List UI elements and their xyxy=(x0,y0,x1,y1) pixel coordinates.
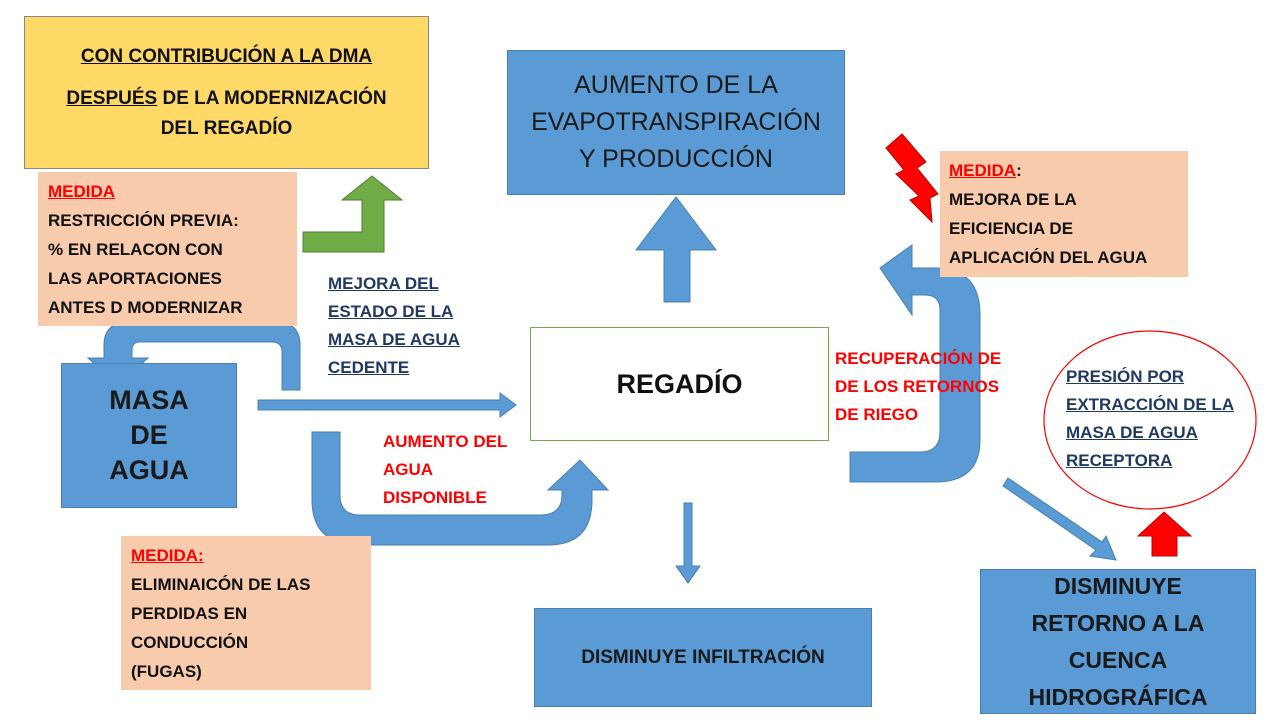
presion-line: PRESIÓN POR xyxy=(1066,367,1185,386)
mejora-estado-line: ESTADO DE LA xyxy=(328,302,454,321)
medida-restriccion-line: ANTES D MODERNIZAR xyxy=(48,298,243,317)
lightning-bolt-icon xyxy=(885,133,939,224)
retorno-line: HIDROGRÁFICA xyxy=(1028,683,1208,710)
red-up-arrow-icon xyxy=(1136,511,1193,557)
masa-agua-line: AGUA xyxy=(109,455,189,485)
medida-restriccion-line: RESTRICCIÓN PREVIA: xyxy=(48,211,239,230)
curved-arrow-recuperacion xyxy=(849,244,981,483)
masa-agua-line: DE xyxy=(130,420,168,450)
medida-eficiencia-title: MEDIDA xyxy=(949,161,1017,180)
medida-restriccion-title: MEDIDA xyxy=(48,182,116,201)
medida-eficiencia-box: MEDIDA: MEJORA DE LA EFICIENCIA DE APLIC… xyxy=(940,151,1188,277)
mejora-estado-line: MASA DE AGUA xyxy=(328,330,460,349)
presion-line: RECEPTORA xyxy=(1066,451,1173,470)
masa-agua-line: MASA xyxy=(109,385,189,415)
evapotranspiracion-box: AUMENTO DE LA EVAPOTRANSPIRACIÓN Y PRODU… xyxy=(507,50,845,195)
infiltracion-box: DISMINUYE INFILTRACIÓN xyxy=(534,608,872,707)
dma-line-2: DESPUÉS DE LA MODERNIZACIÓN xyxy=(66,84,386,114)
dma-line-2-rest: DE LA MODERNIZACIÓN xyxy=(157,87,387,109)
mejora-estado-line: MEJORA DEL xyxy=(328,274,439,293)
medida-fugas-box: MEDIDA: ELIMINAICÓN DE LAS PERDIDAS EN C… xyxy=(121,536,371,690)
arrow-down-infiltracion xyxy=(675,502,701,584)
aumento-agua-line: AGUA xyxy=(383,460,434,479)
mejora-estado-label: MEJORA DEL ESTADO DE LA MASA DE AGUA CED… xyxy=(328,270,460,382)
medida-restriccion-line: LAS APORTACIONES xyxy=(48,269,222,288)
retorno-line: RETORNO A LA xyxy=(1031,609,1205,636)
medida-fugas-title: MEDIDA: xyxy=(131,546,204,565)
medida-restriccion-line: % EN RELACON CON xyxy=(48,240,223,259)
regadio-box: REGADÍO xyxy=(530,327,829,441)
presion-line: MASA DE AGUA xyxy=(1066,423,1198,442)
recuperacion-line: DE LOS RETORNOS xyxy=(835,377,1000,396)
regadio-label: REGADÍO xyxy=(616,368,743,399)
medida-eficiencia-title-row: MEDIDA: xyxy=(949,156,1179,185)
aumento-agua-line: AUMENTO DEL xyxy=(383,432,508,451)
dma-contribution-box: CON CONTRIBUCIÓN A LA DMA DESPUÉS DE LA … xyxy=(24,16,429,169)
recuperacion-label: RECUPERACIÓN DE DE LOS RETORNOS DE RIEGO xyxy=(835,345,1001,429)
medida-fugas-line: PERDIDAS EN xyxy=(131,604,248,623)
arrow-up-evapotranspiracion xyxy=(634,196,718,303)
medida-eficiencia-line: APLICACIÓN DEL AGUA xyxy=(949,248,1148,267)
dma-line-3: DEL REGADÍO xyxy=(160,117,293,139)
medida-eficiencia-line: EFICIENCIA DE xyxy=(949,219,1074,238)
evapotranspiracion-line: EVAPOTRANSPIRACIÓN xyxy=(531,108,821,136)
medida-fugas-line: ELIMINAICÓN DE LAS xyxy=(131,575,311,594)
aumento-agua-label: AUMENTO DEL AGUA DISPONIBLE xyxy=(383,428,507,512)
medida-fugas-line: CONDUCCIÓN xyxy=(131,633,249,652)
despues-word: DESPUÉS xyxy=(66,87,158,109)
mejora-estado-line: CEDENTE xyxy=(328,358,410,377)
infiltracion-label: DISMINUYE INFILTRACIÓN xyxy=(581,646,825,668)
medida-eficiencia-line: MEJORA DE LA xyxy=(949,190,1077,209)
retorno-line: DISMINUYE xyxy=(1054,572,1182,599)
presion-line: EXTRACCIÓN DE LA xyxy=(1066,395,1235,414)
medida-restriccion-box: MEDIDA RESTRICCIÓN PREVIA: % EN RELACON … xyxy=(38,172,297,326)
dma-line-1: CON CONTRIBUCIÓN A LA DMA xyxy=(80,45,373,67)
medida-eficiencia-colon: : xyxy=(1016,161,1022,180)
aumento-agua-line: DISPONIBLE xyxy=(383,488,487,507)
masa-agua-box: MASA DE AGUA xyxy=(61,363,237,508)
arrow-masa-to-regadio xyxy=(257,392,517,418)
recuperacion-line: DE RIEGO xyxy=(835,405,919,424)
retorno-line: CUENCA xyxy=(1068,646,1168,673)
retorno-box: DISMINUYE RETORNO A LA CUENCA HIDROGRÁFI… xyxy=(980,569,1256,714)
recuperacion-line: RECUPERACIÓN DE xyxy=(835,349,1002,368)
evapotranspiracion-line: Y PRODUCCIÓN xyxy=(578,145,773,173)
presion-label: PRESIÓN POR EXTRACCIÓN DE LA MASA DE AGU… xyxy=(1066,363,1234,475)
medida-fugas-line: (FUGAS) xyxy=(131,662,202,681)
presion-ellipse xyxy=(1043,330,1257,510)
arrow-diagonal-retorno xyxy=(1002,477,1117,561)
evapotranspiracion-line: AUMENTO DE LA xyxy=(574,71,778,99)
green-up-arrow-icon xyxy=(302,175,404,253)
